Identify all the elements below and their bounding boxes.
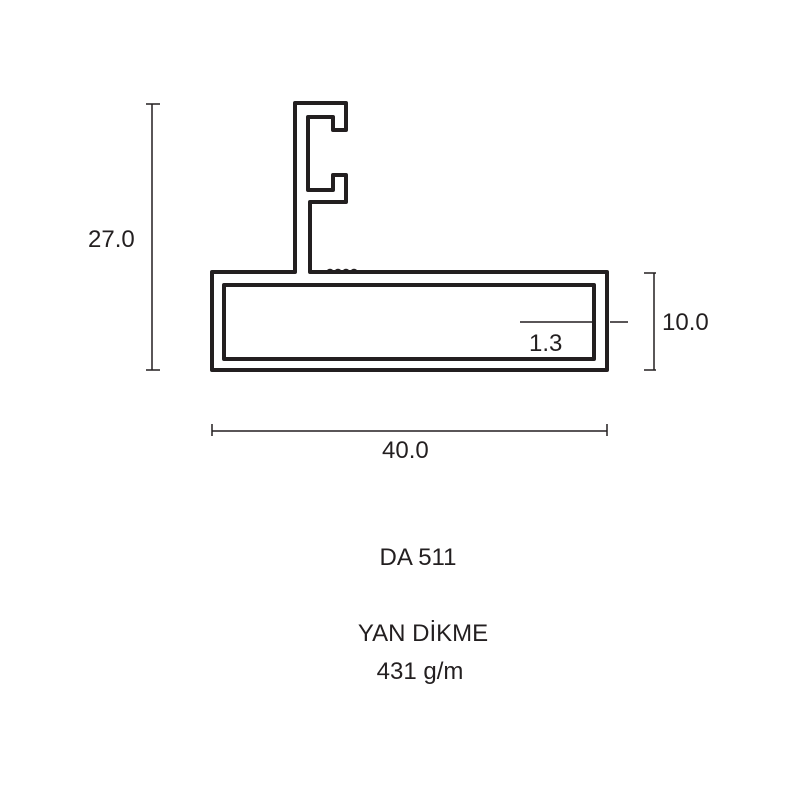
dimension-height-box [644, 272, 656, 371]
serration-marks [325, 268, 359, 274]
dimension-width [211, 424, 608, 436]
profile-outer-contour [210, 101, 609, 372]
dimension-height-total [146, 103, 160, 371]
height-total-label: 27.0 [88, 226, 135, 253]
profile-weight: 431 g/m [376, 658, 464, 685]
height-box-label: 10.0 [662, 309, 709, 336]
profile-code: DA 511 [379, 544, 457, 571]
wall-thickness-label: 1.3 [529, 330, 563, 357]
width-label: 40.0 [382, 437, 429, 464]
profile-name: YAN DİKME [357, 620, 489, 647]
profile-inner-cavity [222, 283, 596, 361]
